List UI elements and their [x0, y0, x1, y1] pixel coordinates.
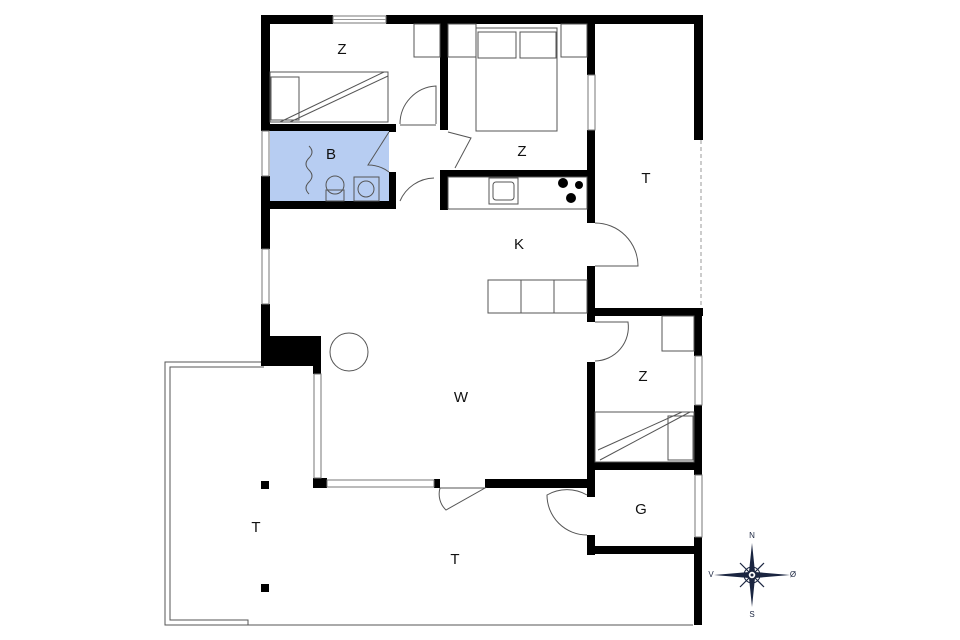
room-label-bathroom: B — [326, 146, 336, 163]
compass-west: V — [708, 570, 714, 579]
walls — [261, 15, 703, 625]
room-label-bedroom-2: Z — [517, 143, 526, 160]
windows — [261, 15, 703, 538]
compass-icon — [714, 543, 790, 607]
terrace-outline — [164, 361, 693, 626]
room-label-bedroom-1: Z — [337, 41, 346, 58]
compass-rose: N S V Ø — [708, 531, 796, 619]
room-label-terrace-west: T — [251, 519, 260, 536]
furniture — [269, 23, 695, 463]
room-label-storage: G — [635, 501, 647, 518]
room-label-terrace-east: T — [641, 170, 650, 187]
room-label-kitchen: K — [514, 236, 524, 253]
room-label-living-room: W — [454, 389, 469, 406]
room-label-bedroom-3: Z — [638, 368, 647, 385]
compass-east: Ø — [790, 570, 796, 579]
room-label-terrace-south: T — [450, 551, 459, 568]
doors — [367, 85, 639, 536]
compass-north: N — [749, 531, 755, 540]
room-labels: Z Z B K T W Z G T T — [251, 41, 650, 568]
compass-south: S — [749, 610, 754, 619]
